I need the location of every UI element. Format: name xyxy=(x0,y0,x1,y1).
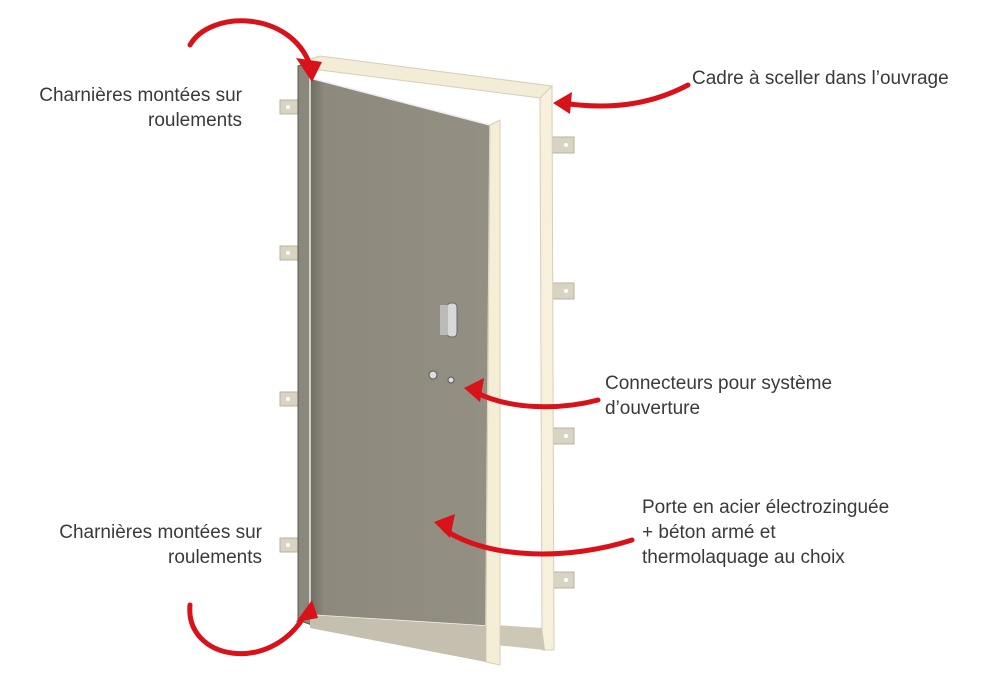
arrow-door xyxy=(442,527,635,557)
door-leaf xyxy=(309,77,501,666)
frame xyxy=(279,55,575,651)
label-connectors: Connecteurs pour système d’ouverture xyxy=(605,371,832,421)
connector-icon xyxy=(447,376,455,384)
label-line: Connecteurs pour système xyxy=(605,373,833,394)
label-line: d’ouverture xyxy=(605,398,701,419)
label-frame: Cadre à sceller dans l’ouvrage xyxy=(692,66,949,91)
label-line: + béton armé et xyxy=(642,522,776,543)
label-line: roulements xyxy=(168,547,262,568)
label-line: roulements xyxy=(148,110,242,131)
label-line: Charnières montées sur xyxy=(39,85,242,106)
arrow-hinges-bottom xyxy=(187,602,308,657)
label-door: Porte en acier électrozinguée + béton ar… xyxy=(642,495,889,570)
label-line: Cadre à sceller dans l’ouvrage xyxy=(692,68,949,89)
arrow-frame xyxy=(559,82,691,109)
connector-icon xyxy=(428,370,438,380)
label-line: thermolaquage au choix xyxy=(642,547,845,568)
label-line: Porte en acier électrozinguée xyxy=(642,497,890,518)
label-hinges-top: Charnières montées sur roulements xyxy=(10,83,242,133)
arrow-hinges-top xyxy=(187,18,313,68)
handle-icon xyxy=(440,302,458,338)
label-line: Charnières montées sur xyxy=(59,522,262,543)
arrows xyxy=(187,18,691,657)
label-hinges-bottom: Charnières montées sur roulements xyxy=(20,520,262,570)
arrow-connectors xyxy=(472,389,601,410)
